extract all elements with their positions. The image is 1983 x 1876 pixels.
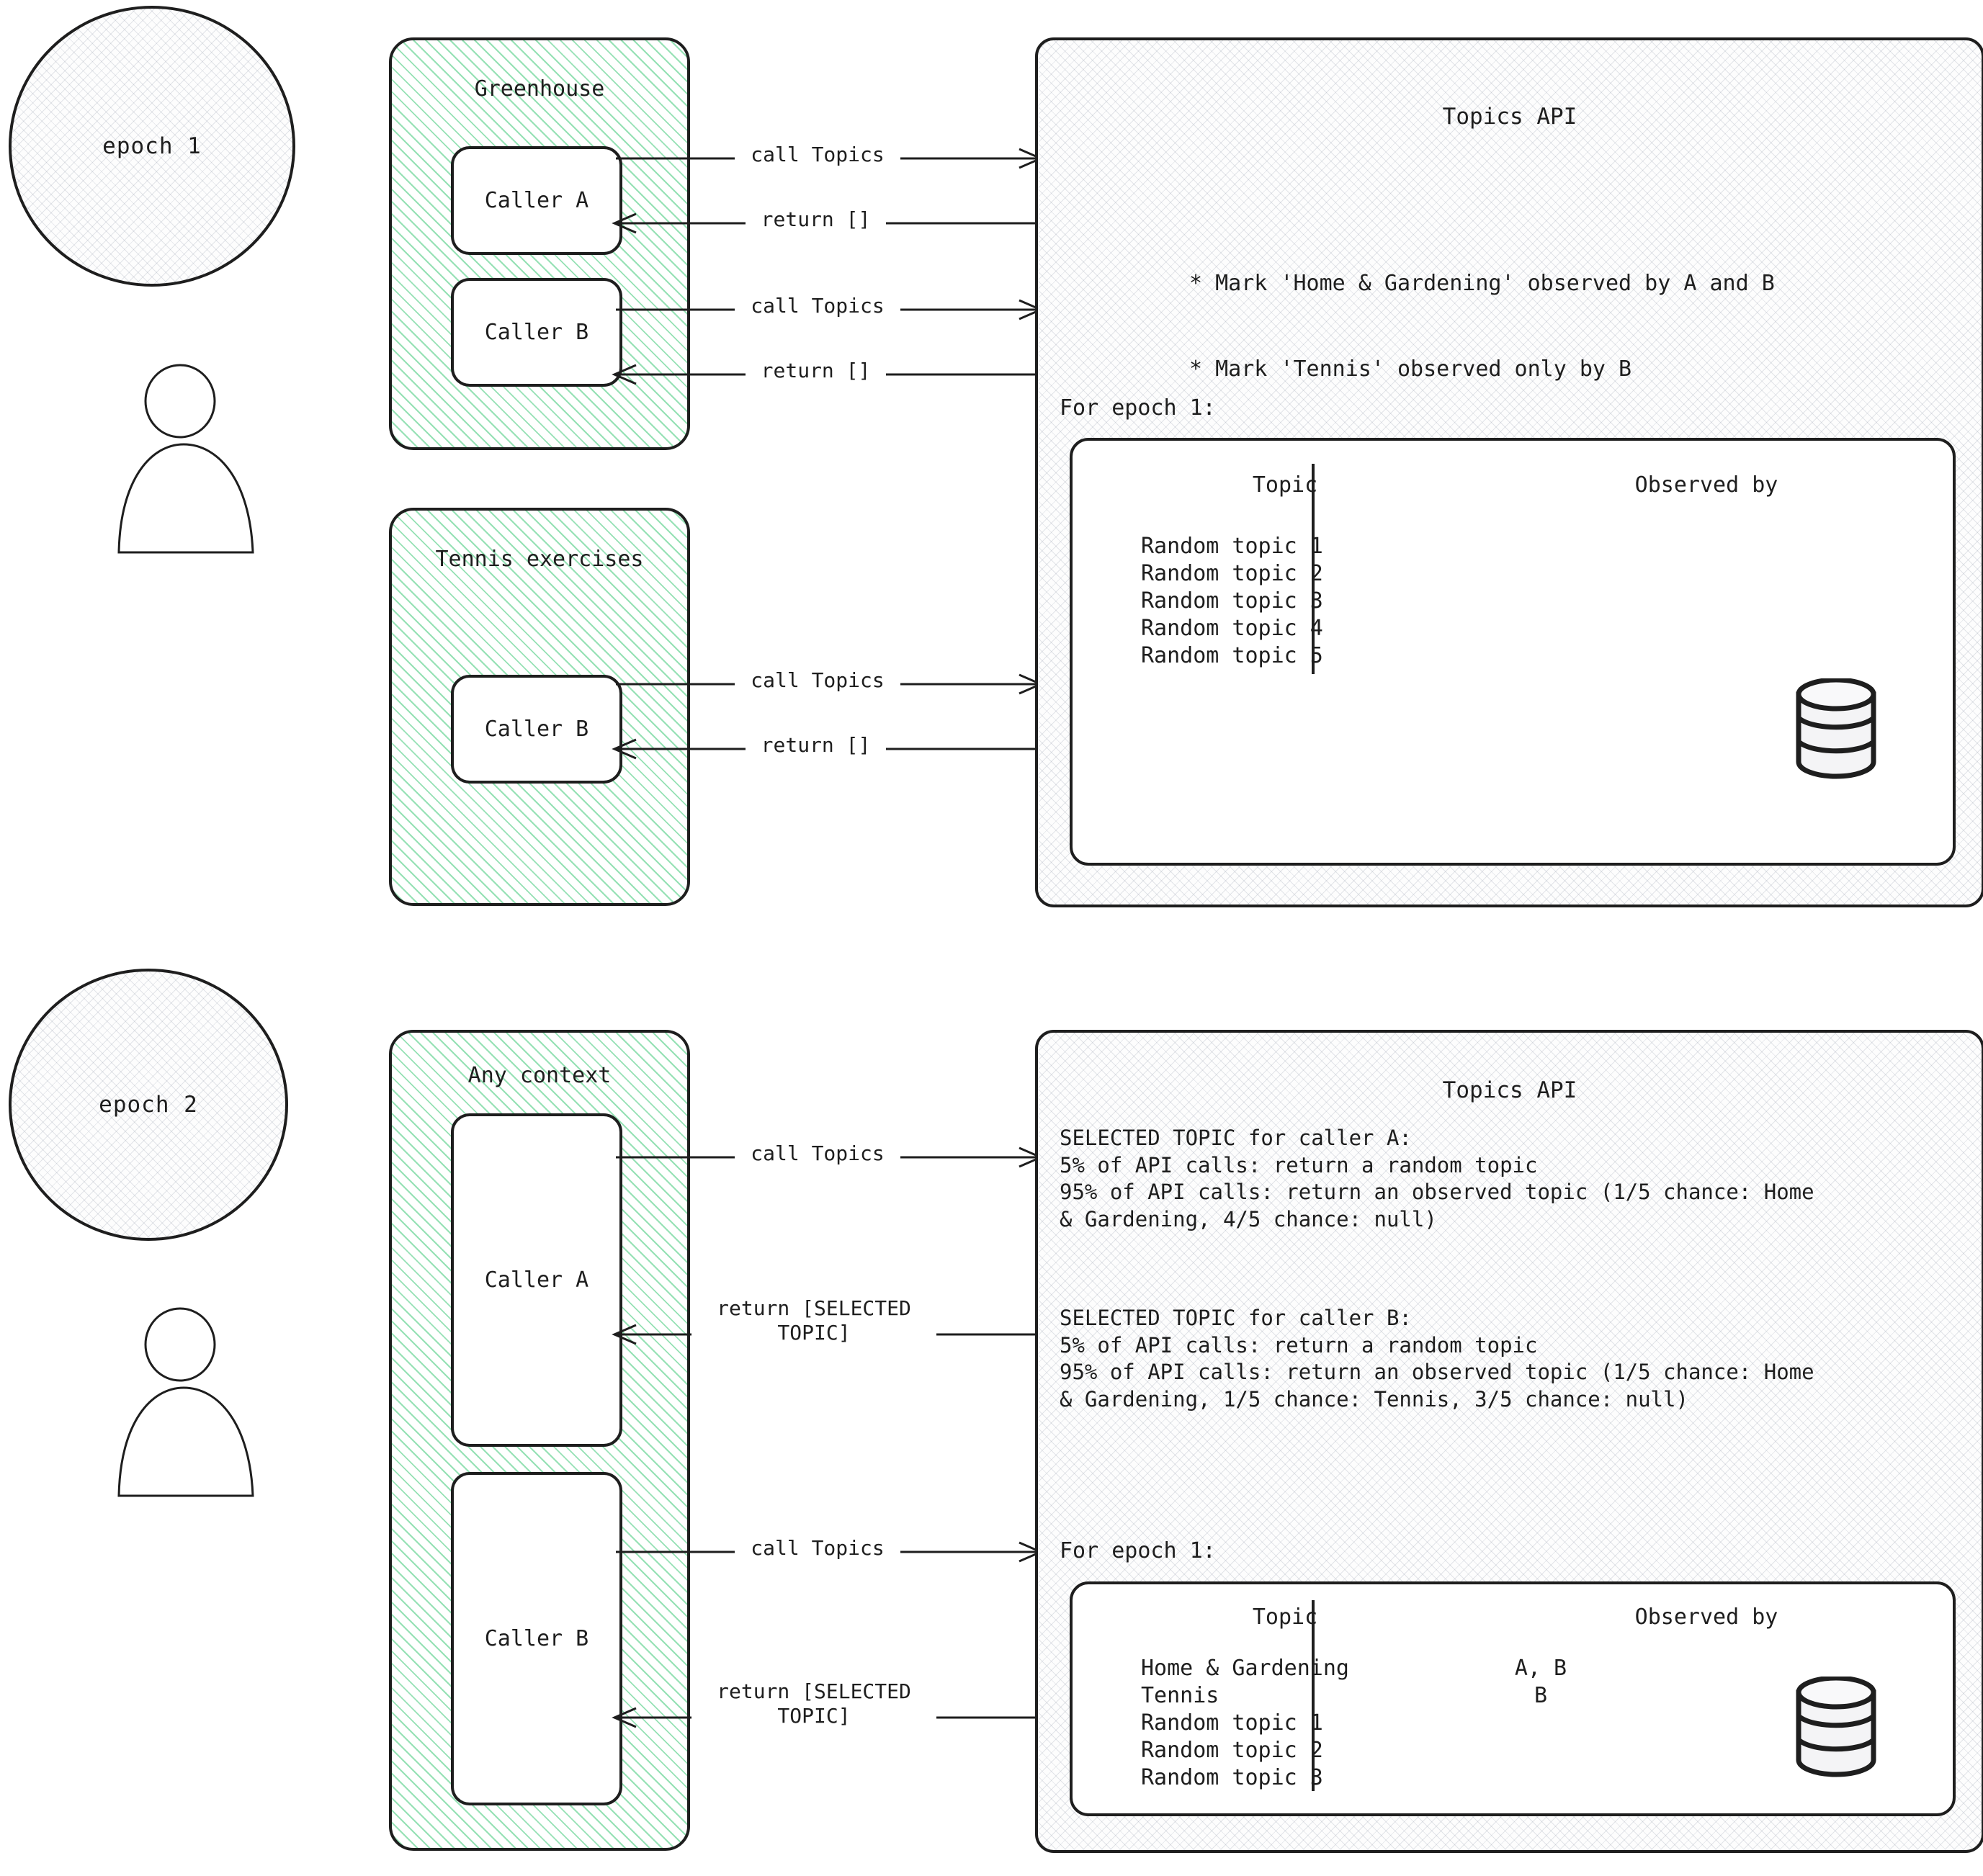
table-row-observed	[1361, 642, 1721, 670]
caller-label: Caller A	[484, 1267, 589, 1293]
table-row-observed	[1361, 560, 1721, 588]
caller-box-a-greenhouse[interactable]: Caller A	[451, 146, 622, 255]
person-icon	[112, 364, 263, 555]
api-bullets-epoch-1: * Mark 'Home & Gardening' observed by A …	[1189, 212, 1775, 441]
context-title-greenhouse: Greenhouse	[474, 76, 605, 102]
epoch-1-label: epoch 1	[102, 133, 202, 159]
table-row-observed	[1361, 533, 1721, 560]
database-icon	[1793, 678, 1879, 779]
table-row: Random topic 1	[1141, 1710, 1323, 1736]
table-row-observed	[1361, 615, 1721, 642]
context-panel-tennis-exercises: Tennis exercises Caller B	[389, 508, 690, 906]
api-block-line: & Gardening, 4/5 chance: null)	[1060, 1207, 1437, 1232]
api-block-line: 5% of API calls: return a random topic	[1060, 1332, 1538, 1357]
table-row: Home & Gardening	[1141, 1656, 1349, 1681]
arrow-label-return-selected-topic: return [SELECTED TOPIC]	[691, 1679, 936, 1729]
api-title: Topics API	[1442, 1077, 1577, 1103]
table-row-observed	[1361, 1710, 1721, 1737]
api-block-heading: SELECTED TOPIC for caller A:	[1060, 1126, 1412, 1150]
arrow-label-return-selected-topic: return [SELECTED TOPIC]	[691, 1296, 936, 1346]
table-row: Random topic 5	[1141, 643, 1323, 669]
caller-box-b-tennis[interactable]: Caller B	[451, 675, 622, 784]
caller-box-b-greenhouse[interactable]: Caller B	[451, 278, 622, 387]
api-block-line: 5% of API calls: return a random topic	[1060, 1152, 1538, 1177]
epoch-1-bubble: epoch 1	[9, 6, 295, 287]
table-row: Random topic 1	[1141, 534, 1323, 559]
person-icon	[112, 1307, 263, 1498]
table-column-header-observed-by: Observed by	[1634, 472, 1778, 498]
epoch-2-bubble: epoch 2	[9, 969, 288, 1241]
arrow-label-call-topics: call Topics	[735, 294, 900, 319]
api-paragraph-caller-b: SELECTED TOPIC for caller B: 5% of API c…	[1060, 1305, 1960, 1414]
table-observed-by-column: A, B B	[1361, 1655, 1721, 1792]
table-column-divider	[1312, 1600, 1315, 1791]
arrow-label-return-empty: return []	[746, 733, 886, 758]
caller-label: Caller B	[484, 320, 589, 345]
database-icon	[1793, 1677, 1879, 1777]
table-row: Random topic 3	[1141, 588, 1323, 614]
table-row: Tennis	[1141, 1683, 1219, 1709]
arrow-label-call-topics: call Topics	[735, 1141, 900, 1167]
table-row: Random topic 4	[1141, 616, 1323, 642]
table-column-header-topic: Topic	[1252, 472, 1318, 498]
table-row-observed: B	[1534, 1683, 1548, 1709]
arrow-label-call-topics: call Topics	[735, 1536, 900, 1561]
api-block-line: & Gardening, 1/5 chance: Tennis, 3/5 cha…	[1060, 1387, 1688, 1412]
context-panel-any-context: Any context Caller A Caller B	[389, 1030, 690, 1851]
table-column-header-topic: Topic	[1252, 1605, 1318, 1630]
caller-label: Caller A	[484, 188, 589, 213]
api-bullet-item: * Mark 'Home & Gardening' observed by A …	[1189, 270, 1775, 296]
context-title-tennis-exercises: Tennis exercises	[435, 547, 644, 572]
table-row: Random topic 2	[1141, 1738, 1323, 1764]
table-row-observed	[1361, 1737, 1721, 1764]
api-block-line: 95% of API calls: return an observed top…	[1060, 1360, 1814, 1385]
table-row: Random topic 3	[1141, 1765, 1323, 1791]
context-title-any-context: Any context	[467, 1063, 612, 1088]
table-observed-by-column	[1361, 533, 1721, 670]
arrow-label-return-empty: return []	[746, 359, 886, 384]
table-row-observed	[1361, 588, 1721, 615]
topics-table-epoch-2: Topic Observed by Home & Gardening Tenni…	[1070, 1581, 1956, 1816]
api-panel-epoch-2: Topics API SELECTED TOPIC for caller A: …	[1035, 1030, 1983, 1853]
topics-table-epoch-1: Topic Observed by Random topic 1 Random …	[1070, 438, 1956, 866]
arrow-label-call-topics: call Topics	[735, 143, 900, 168]
api-paragraph-caller-a: SELECTED TOPIC for caller A: 5% of API c…	[1060, 1125, 1960, 1234]
api-block-heading: SELECTED TOPIC for caller B:	[1060, 1306, 1412, 1330]
table-topic-column: Home & Gardening Tennis Random topic 1 R…	[1141, 1655, 1349, 1792]
epoch-2-label: epoch 2	[99, 1092, 198, 1118]
table-column-divider	[1312, 464, 1315, 674]
caller-label: Caller B	[484, 1626, 589, 1651]
context-panel-greenhouse: Greenhouse Caller A Caller B	[389, 37, 690, 450]
table-caption-epoch-2: For epoch 1:	[1060, 1538, 1216, 1563]
api-panel-epoch-1: Topics API * Mark 'Home & Gardening' obs…	[1035, 37, 1983, 907]
table-column-header-observed-by: Observed by	[1634, 1605, 1778, 1630]
table-row: Random topic 2	[1141, 561, 1323, 587]
api-block-line: 95% of API calls: return an observed top…	[1060, 1180, 1814, 1205]
table-topic-column: Random topic 1 Random topic 2 Random top…	[1141, 533, 1323, 670]
caller-box-b-any-context[interactable]: Caller B	[451, 1472, 622, 1805]
table-row-observed: A, B	[1514, 1656, 1567, 1681]
api-title: Topics API	[1442, 104, 1577, 130]
api-bullet-item: * Mark 'Tennis' observed only by B	[1189, 356, 1632, 382]
table-row-observed	[1361, 1764, 1721, 1792]
arrow-label-return-empty: return []	[746, 207, 886, 233]
arrow-label-call-topics: call Topics	[735, 668, 900, 694]
caller-box-a-any-context[interactable]: Caller A	[451, 1113, 622, 1447]
table-caption-epoch-1: For epoch 1:	[1060, 395, 1216, 421]
caller-label: Caller B	[484, 717, 589, 742]
